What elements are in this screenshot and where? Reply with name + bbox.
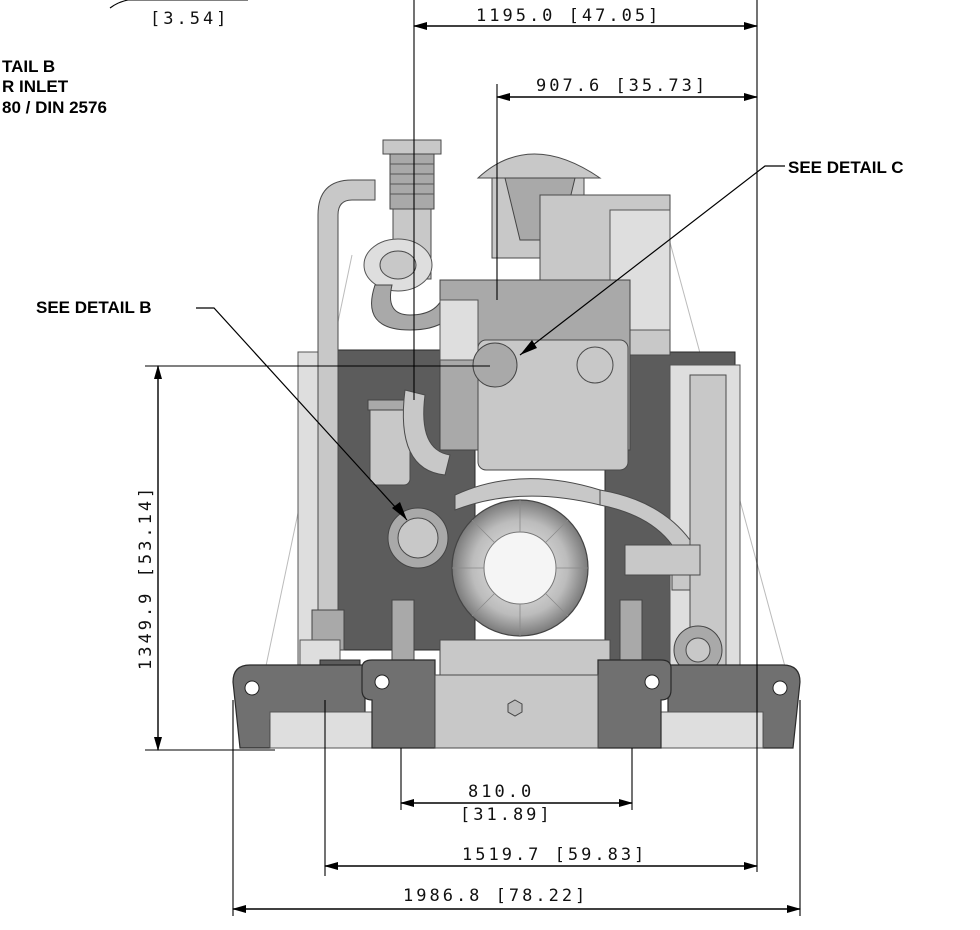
fan-blades [452,500,588,636]
callout-detail-c: SEE DETAIL C [519,158,904,356]
detail-b-note: [3.54] TAIL B R INLET 80 / DIN 2576 [2,0,248,117]
callout-detail-b-label: SEE DETAIL B [36,298,152,317]
dimension-1349: 1349.9 [53.14] [136,365,162,751]
dimension-1195: 1195.0 [47.05] [413,6,758,30]
extension-lines [145,0,801,916]
detail-b-note-line3: 80 / DIN 2576 [2,98,107,117]
dimension-810-label-mm: 810.0 [468,782,534,802]
engine-illustration [232,139,801,749]
bellows-ribs [390,163,434,195]
callout-detail-c-label: SEE DETAIL C [788,158,904,177]
dimension-1519: 1519.7 [59.83] [324,845,758,870]
dimension-1519-label: 1519.7 [59.83] [462,845,647,865]
dimension-1349-label: 1349.9 [53.14] [136,485,156,670]
detail-b-note-line1: TAIL B [2,57,55,76]
dimension-810: 810.0 [31.89] [400,782,633,825]
dimension-1195-label: 1195.0 [47.05] [476,6,661,26]
detail-b-note-top-dim: [3.54] [150,9,229,29]
callout-detail-b: SEE DETAIL B [36,298,408,521]
dimension-1986-label: 1986.8 [78.22] [403,886,588,906]
dimension-907-label: 907.6 [35.73] [536,76,708,96]
dimension-810-label-in: [31.89] [460,805,553,825]
detail-b-note-line2: R INLET [2,77,69,96]
dimension-1986: 1986.8 [78.22] [232,886,801,913]
dimension-907: 907.6 [35.73] [496,76,758,101]
